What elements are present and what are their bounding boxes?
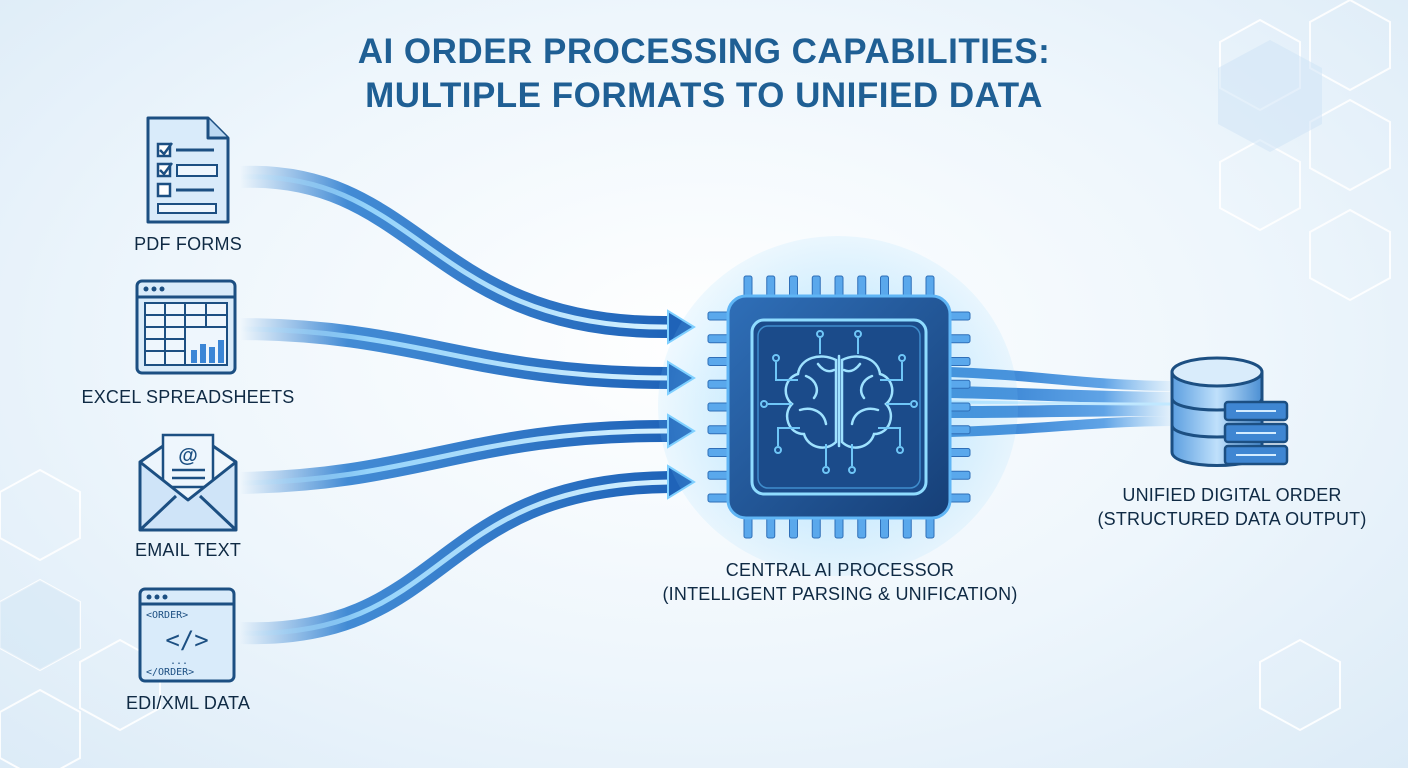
stream-edi <box>239 464 696 645</box>
stream-pdf <box>239 165 696 345</box>
ai-brain-chip-icon <box>658 236 1018 576</box>
stream-email <box>239 413 696 494</box>
input-label-excel: EXCEL SPREADSHEETS <box>81 387 295 407</box>
processor-label-line-2: (INTELLIGENT PARSING & UNIFICATION) <box>662 584 1018 604</box>
email-at-symbol: @ <box>178 445 198 467</box>
xml-code-icon: <ORDER> </> ... </ORDER> <box>138 587 236 683</box>
xml-code-symbol: </> <box>165 626 208 654</box>
pdf-form-icon <box>146 116 230 224</box>
output-label-line-1: UNIFIED DIGITAL ORDER <box>1122 485 1342 505</box>
stream-excel <box>239 318 696 396</box>
input-label-edi: EDI/XML DATA <box>125 693 251 713</box>
spreadsheet-icon <box>135 279 237 375</box>
xml-close-tag: </ORDER> <box>146 667 194 678</box>
diagram-title: AI ORDER PROCESSING CAPABILITIES: MULTIP… <box>204 30 1204 118</box>
email-icon: @ <box>138 433 238 532</box>
output-label: UNIFIED DIGITAL ORDER (STRUCTURED DATA O… <box>1097 483 1366 531</box>
processor-label-line-1: CENTRAL AI PROCESSOR <box>725 560 955 580</box>
database-icon <box>1170 356 1289 467</box>
input-label-email: EMAIL TEXT <box>134 540 242 560</box>
output-label-line-2: (STRUCTURED DATA OUTPUT) <box>1097 509 1367 529</box>
title-line-2: MULTIPLE FORMATS TO UNIFIED DATA <box>365 76 1043 115</box>
input-streams <box>239 165 696 645</box>
processor-label: CENTRAL AI PROCESSOR (INTELLIGENT PARSIN… <box>662 558 1017 606</box>
xml-open-tag: <ORDER> <box>146 610 188 621</box>
input-label-pdf: PDF FORMS <box>134 234 242 254</box>
xml-ellipsis: ... <box>170 656 188 667</box>
title-line-1: AI ORDER PROCESSING CAPABILITIES: <box>357 32 1051 71</box>
